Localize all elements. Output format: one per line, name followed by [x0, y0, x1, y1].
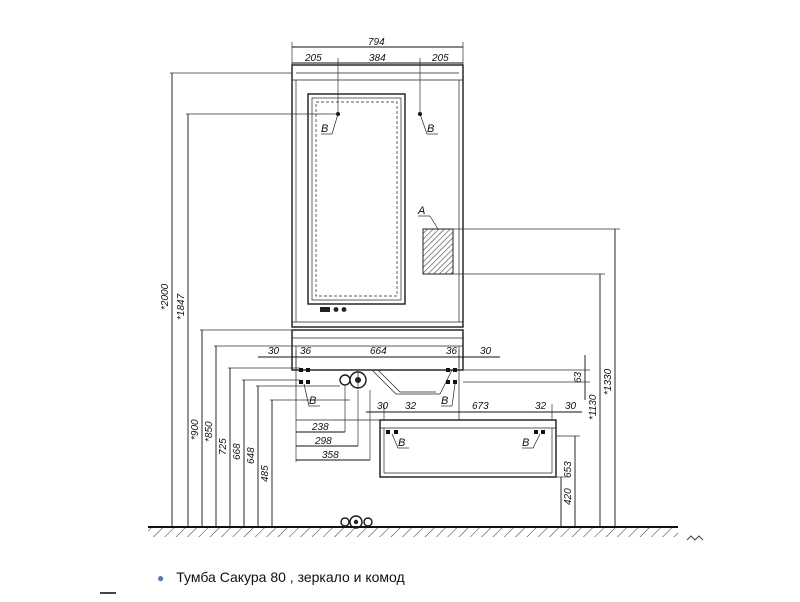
left-dimensions: *2000 *1847 *900 *850 725 668 648 485: [160, 72, 350, 527]
dim-drain-offset-2: 298: [314, 436, 332, 447]
label-b-mirror-right: В: [427, 123, 434, 135]
corner-mark-icon: [686, 535, 704, 541]
top-dimensions: 794 205 384 205: [291, 37, 464, 114]
dim-overall-width: 794: [368, 37, 385, 48]
dim-chest-left-margin: 30: [377, 401, 389, 412]
dim-right-h1: *1130: [588, 394, 599, 420]
drain-icon: [339, 371, 367, 389]
detail-a-hatch: [422, 228, 454, 275]
dim-sink-left-margin: 30: [268, 346, 280, 357]
dim-sink-right-hole: 36: [446, 346, 458, 357]
label-b-mirror-left: В: [321, 123, 328, 135]
dim-chest-height: 653: [563, 461, 574, 478]
mounting-points: [299, 112, 545, 434]
caption-text: Тумба Сакура 80 , зеркало и комод: [176, 569, 405, 585]
dim-chest-left-hole: 32: [405, 401, 417, 412]
label-b-sink-right: В: [441, 395, 448, 407]
figure-caption: ● Тумба Сакура 80 , зеркало и комод: [157, 569, 405, 585]
label-b-chest-left: В: [398, 437, 405, 449]
mirror-cabinet: [291, 64, 464, 328]
mirror-panel: [307, 93, 406, 305]
dim-top-right: 205: [431, 53, 449, 64]
dim-chest-bottom: 420: [563, 488, 574, 505]
dim-mirror-mount-height: *1847: [176, 293, 187, 320]
dim-sink-left-hole: 36: [300, 346, 312, 357]
dim-sink-span: 664: [370, 346, 387, 357]
dim-sink-right-margin: 30: [480, 346, 492, 357]
dim-left-h1: 725: [218, 438, 229, 455]
dim-left-h4: 485: [260, 465, 271, 482]
bullet-icon: ●: [157, 571, 165, 585]
dim-chest-right-margin: 30: [565, 401, 577, 412]
dim-right-h2: *1330: [603, 368, 614, 395]
label-b-sink-left: В: [309, 395, 316, 407]
dim-drain-offset-1: 238: [311, 422, 329, 433]
dim-cabinet-top-height: *900: [190, 419, 201, 440]
sink-dimensions: 30 36 664 36 30 238 298 358: [258, 346, 500, 462]
right-dimensions: 63 653 420 *1130 *1330: [453, 228, 620, 527]
floor-outlet-icon: [340, 515, 373, 529]
edge-fragment: [100, 592, 116, 602]
dim-overall-height: *2000: [160, 283, 171, 310]
chest-of-drawers: [379, 419, 557, 478]
dim-chest-span: 673: [472, 401, 489, 412]
dim-top-center: 384: [369, 53, 386, 64]
dim-cabinet-mount-height: *850: [204, 421, 215, 442]
light-switch-icon: [320, 307, 347, 312]
dim-top-left: 205: [304, 53, 322, 64]
label-a-detail: А: [417, 205, 425, 217]
dim-countertop-thickness: 63: [573, 371, 584, 383]
dim-left-h3: 648: [246, 447, 257, 464]
dim-left-h2: 668: [232, 443, 243, 460]
label-b-chest-right: В: [522, 437, 529, 449]
point-labels: В В А В В В В: [303, 113, 541, 449]
dim-drain-offset-3: 358: [322, 450, 339, 461]
dim-chest-right-hole: 32: [535, 401, 547, 412]
floor: [148, 526, 678, 537]
chest-dimensions: 30 32 673 32 30: [366, 401, 582, 420]
